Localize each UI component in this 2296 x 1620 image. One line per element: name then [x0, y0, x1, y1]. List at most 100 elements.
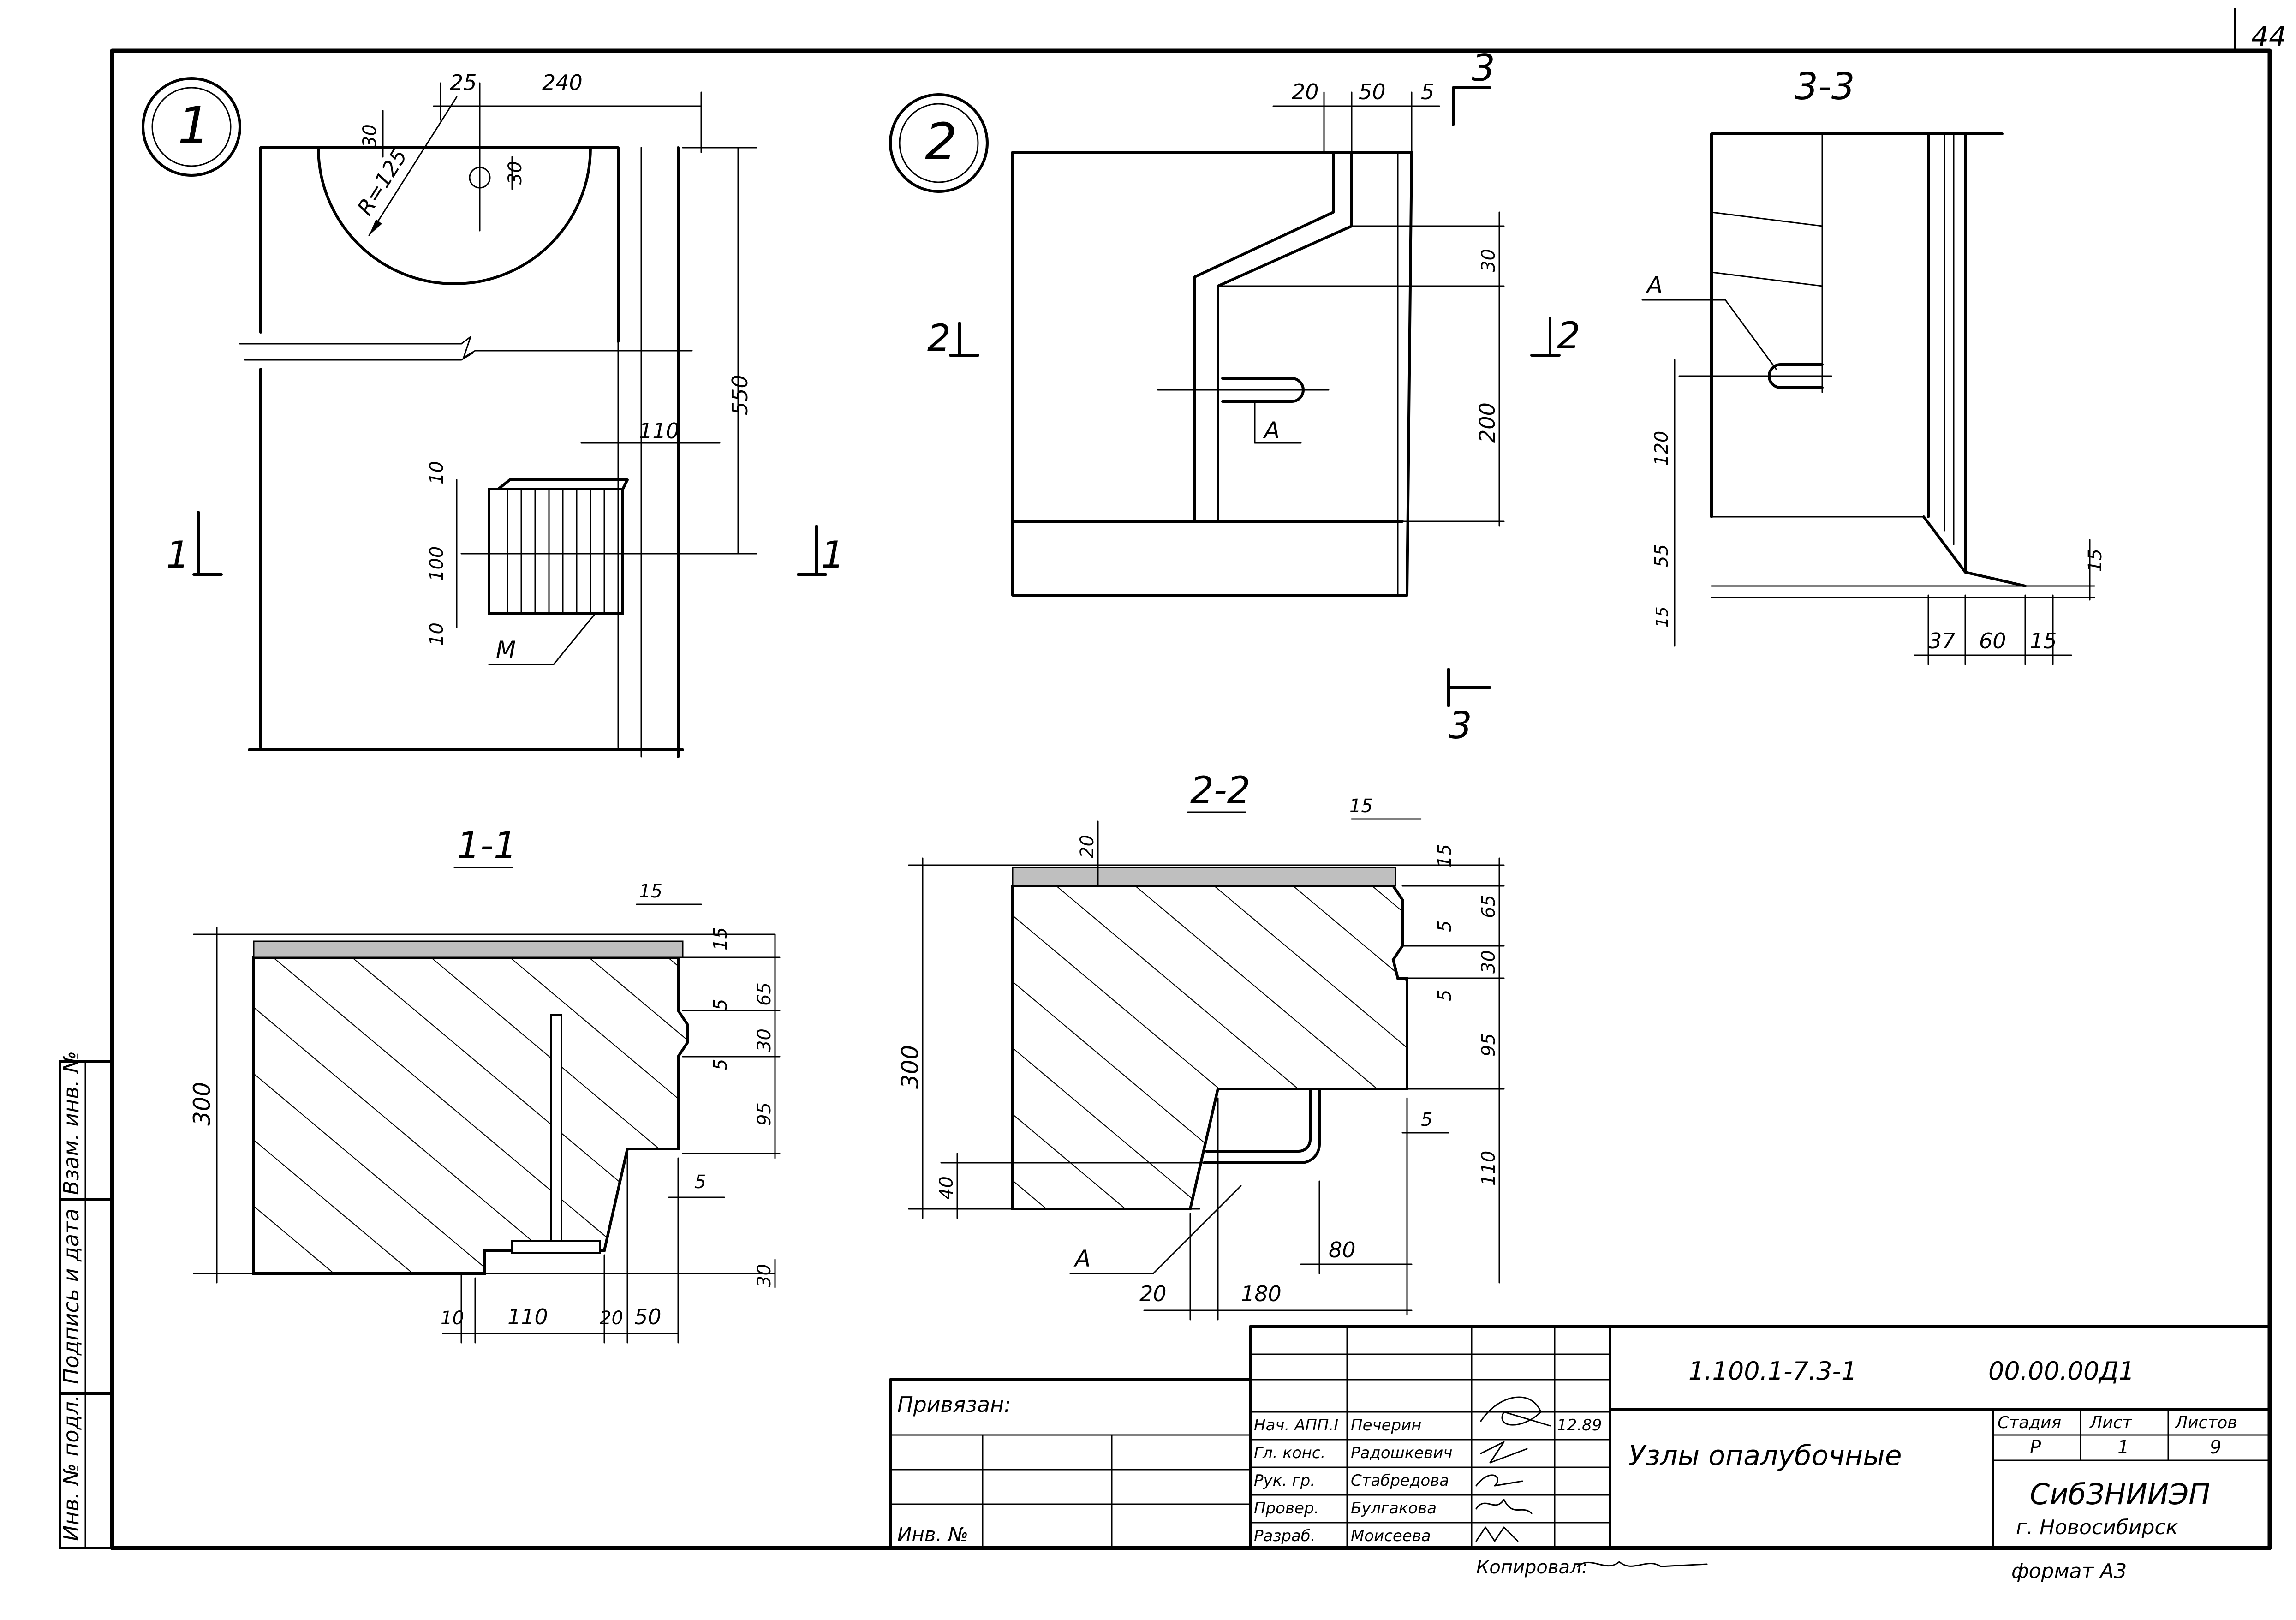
copier-signature [1577, 1561, 1708, 1567]
section-1-1-dim-5b: 5 [710, 1059, 731, 1070]
node-2-dim-5: 5 [1421, 79, 1434, 104]
node-2-view: 2 А 20 50 5 30 200 2 2 3 [889, 47, 1580, 747]
section-1-1-dim-10: 10 [441, 1308, 464, 1329]
tb-name-4: Моисеева [1351, 1527, 1431, 1545]
section-1-1-dim-15a: 15 [639, 881, 662, 902]
node-2-section-top: 3 [1472, 47, 1495, 90]
node-2-dim-50: 50 [1359, 79, 1386, 104]
node-1-dim-240: 240 [542, 70, 583, 95]
section-3-3-dim-55: 55 [1651, 544, 1672, 568]
tb-stage: Р [2030, 1437, 2041, 1458]
section-2-2-dim-180: 180 [1241, 1281, 1282, 1306]
section-2-2-dim-65: 65 [1478, 895, 1499, 918]
node-1-section-right: 1 [821, 533, 845, 576]
node-1-dim-10b: 10 [426, 622, 447, 646]
tb-stage-header: Стадия [1998, 1413, 2061, 1432]
tb-name-1: Радошкевич [1351, 1444, 1452, 1462]
page-number: 44 [2251, 21, 2286, 53]
section-3-3-dim-15b: 15 [2085, 549, 2106, 572]
left-binding-strip: Взам. инв. № Подпись и дата Инв. № подл. [59, 1051, 113, 1549]
node-1-marker: 1 [178, 96, 210, 155]
section-1-1-title: 1-1 [457, 824, 517, 867]
strip-cell-inv-orig: Инв. № подл. [59, 1395, 83, 1541]
section-2-2-dim-20b: 20 [1139, 1281, 1167, 1306]
tb-org: СибЗНИИЭП [2030, 1477, 2210, 1511]
tb-privyazan: Привязан: [897, 1392, 1011, 1417]
section-3-3-leader-a: А [1646, 272, 1663, 299]
node-2-section-left: 2 [927, 317, 951, 359]
tb-name-2: Стабредова [1351, 1471, 1449, 1490]
tb-date: 12.89 [1557, 1416, 1602, 1435]
copied-by-label: Копировал: [1476, 1557, 1588, 1578]
tb-sheets: 9 [2210, 1437, 2221, 1458]
section-3-3-dim-120: 120 [1651, 431, 1672, 466]
tb-signatures [1475, 1396, 1551, 1542]
node-1-dim-10a: 10 [426, 461, 447, 484]
node-2-dim-30: 30 [1478, 249, 1499, 272]
title-block: Привязан: Инв. № Нач. АПП.I Гл. конс. Ру… [889, 1325, 2271, 1549]
section-1-1-dim-20: 20 [600, 1308, 623, 1329]
node-2-dim-20: 20 [1292, 79, 1319, 104]
tb-role-4: Разраб. [1254, 1527, 1316, 1545]
section-1-1-dim-110: 110 [507, 1304, 548, 1329]
section-2-2-dim-95: 95 [1478, 1033, 1499, 1057]
tb-city: г. Новосибирск [2016, 1516, 2178, 1539]
section-2-2-leader-a: А [1073, 1245, 1091, 1272]
tb-inv-no: Инв. № [897, 1523, 968, 1546]
node-2-section-right: 2 [1557, 314, 1580, 357]
section-2-2-dim-40: 40 [936, 1176, 957, 1200]
tb-role-1: Гл. конс. [1254, 1444, 1325, 1462]
node-1-view: 1 R=125 25 240 30 30 550 [142, 70, 845, 758]
section-3-3-dim-60: 60 [1979, 628, 2006, 653]
node-2-marker: 2 [925, 112, 957, 171]
tb-sheet: 1 [2117, 1437, 2129, 1458]
section-2-2-dim-15a: 15 [1349, 795, 1373, 817]
section-2-2-view: 2-2 300 40 20 15 15 5 65 30 5 95 5 110 [897, 769, 1505, 1321]
section-2-2-dim-20: 20 [1077, 835, 1098, 858]
tb-name-3: Булгакова [1351, 1499, 1437, 1518]
node-1-dim-25: 25 [450, 70, 477, 95]
section-3-3-dim-37: 37 [1928, 628, 1956, 653]
strip-cell-sign-date: Подпись и дата [59, 1208, 83, 1384]
tb-doc-code: 1.100.1-7.3-1 [1688, 1357, 1857, 1386]
section-2-2-dim-300: 300 [897, 1045, 924, 1089]
section-1-1-dim-15b: 15 [710, 927, 731, 950]
node-2-dim-200: 200 [1475, 402, 1500, 443]
section-3-3-title: 3-3 [1795, 65, 1855, 108]
section-1-1-dim-5c: 5 [694, 1172, 706, 1193]
section-3-3-dim-15c: 15 [2030, 628, 2057, 653]
section-1-1-dim-30a: 30 [754, 1028, 775, 1052]
tb-role-2: Рук. гр. [1254, 1471, 1315, 1490]
tb-doc-num: 00.00.00Д1 [1988, 1357, 2135, 1386]
section-2-2-dim-80: 80 [1329, 1237, 1356, 1262]
node-1-dim-100: 100 [426, 546, 447, 581]
section-1-1-dim-65: 65 [754, 982, 775, 1006]
section-1-1-view: 1-1 300 15 5 65 30 5 95 5 15 30 [189, 824, 781, 1344]
section-2-2-dim-5a: 5 [1434, 921, 1455, 932]
tb-title: Узлы опалубочные [1628, 1440, 1902, 1472]
tb-sheets-header: Листов [2174, 1413, 2237, 1432]
node-1-section-left: 1 [166, 533, 190, 576]
section-3-3-dim-15a: 15 [1653, 606, 1672, 628]
section-1-1-dim-5a: 5 [710, 999, 731, 1010]
section-1-1-dim-300: 300 [189, 1082, 215, 1126]
section-1-1-dim-30b: 30 [754, 1264, 775, 1287]
tb-name-0: Печерин [1351, 1416, 1421, 1435]
section-2-2-dim-15b: 15 [1434, 844, 1455, 867]
tb-sheet-header: Лист [2089, 1413, 2132, 1432]
node-1-plate-ribs [507, 488, 605, 615]
section-2-2-dim-5c: 5 [1421, 1109, 1432, 1130]
node-2-leader-a: А [1263, 417, 1280, 444]
node-1-dim-30b: 30 [505, 161, 526, 185]
node-1-dim-550: 550 [728, 375, 752, 415]
node-1-leader-m: М [496, 636, 516, 663]
strip-cell-replace-inv: Взам. инв. № [59, 1051, 83, 1195]
section-2-2-dim-5b: 5 [1434, 990, 1455, 1001]
node-1-dim-30a: 30 [359, 124, 381, 148]
section-1-1-dim-50: 50 [634, 1304, 662, 1329]
section-3-3-view: 3-3 А 120 55 15 15 37 60 15 [1641, 65, 2106, 665]
node-1-dim-110: 110 [639, 418, 680, 443]
section-1-1-dim-95: 95 [754, 1102, 775, 1126]
sheet-format: формат А3 [2011, 1560, 2127, 1583]
